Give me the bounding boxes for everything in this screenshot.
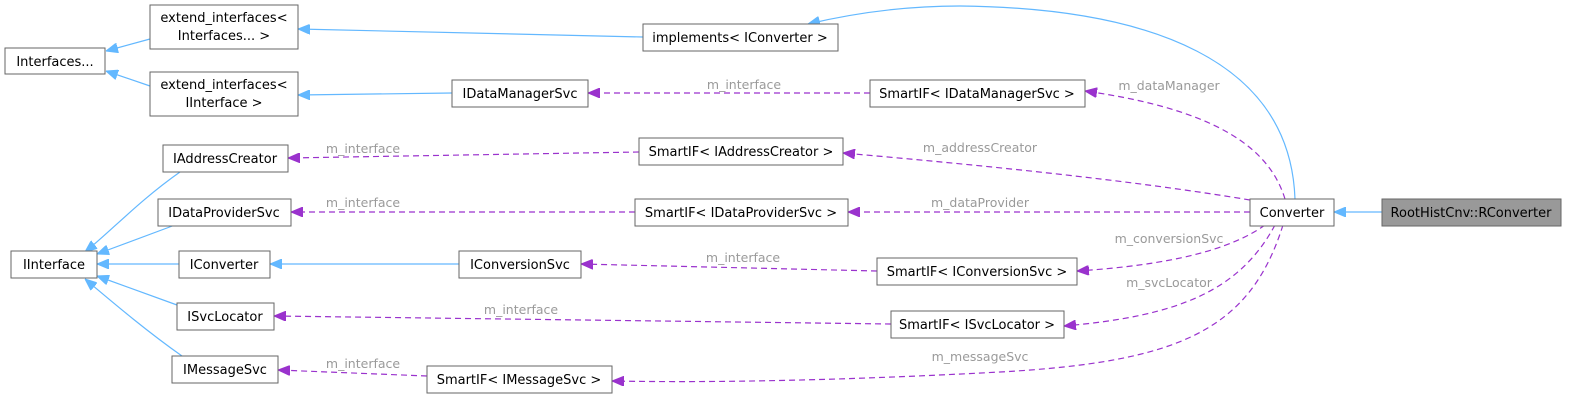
edge-implements-to-extend1 <box>298 29 644 38</box>
node-implements-iconverter[interactable]: implements< IConverter > <box>642 23 839 52</box>
edge-idatamanager-to-extend2 <box>298 93 453 95</box>
node-smartif-isvclocator[interactable]: SmartIF< ISvcLocator > <box>890 310 1065 339</box>
node-converter-label: Converter <box>1260 206 1325 221</box>
node-iaddresscreator[interactable]: IAddressCreator <box>162 144 289 173</box>
node-extend-interfaces-1-line1: extend_interfaces< <box>160 11 287 26</box>
label-m-interface-addresscreator: m_interface <box>326 141 400 156</box>
node-roothistcnv-rconverter[interactable]: RootHistCnv::RConverter <box>1381 198 1562 227</box>
edge-converter-to-smartif-conversion <box>1077 224 1266 271</box>
node-extend-interfaces-interfaces[interactable]: extend_interfaces< Interfaces... > <box>149 4 299 50</box>
node-implements-label: implements< IConverter > <box>652 31 828 46</box>
node-isvclocator[interactable]: ISvcLocator <box>176 302 275 331</box>
node-isvclocator-label: ISvcLocator <box>187 310 263 325</box>
edge-smartif-svclocator-to-isvclocator <box>274 316 892 325</box>
node-iconversionsvc-label: IConversionSvc <box>470 258 570 273</box>
node-smartif-idataprovidersvc[interactable]: SmartIF< IDataProviderSvc > <box>634 198 849 227</box>
node-imessagesvc[interactable]: IMessageSvc <box>171 355 279 384</box>
node-converter[interactable]: Converter <box>1249 198 1335 227</box>
node-smartif-iaddresscreator-label: SmartIF< IAddressCreator > <box>649 145 834 160</box>
node-smartif-iconversionsvc-label: SmartIF< IConversionSvc > <box>887 265 1068 280</box>
edge-converter-to-smartif-messagesvc <box>612 224 1284 382</box>
node-extend-interfaces-2-line2: IInterface > <box>185 96 262 111</box>
edge-converter-to-smartif-svclocator <box>1064 224 1276 326</box>
label-m-svclocator: m_svcLocator <box>1126 275 1213 290</box>
inheritance-edges <box>85 5 1382 357</box>
node-idataprovidersvc[interactable]: IDataProviderSvc <box>157 198 292 227</box>
node-smartif-iconversionsvc[interactable]: SmartIF< IConversionSvc > <box>876 257 1078 286</box>
label-m-interface-messagesvc: m_interface <box>326 356 400 371</box>
edge-extend1-to-interfaces <box>106 38 151 51</box>
edge-iaddresscreator-to-iinterface <box>85 171 181 252</box>
label-m-datamanager: m_dataManager <box>1118 78 1220 93</box>
node-iconversionsvc[interactable]: IConversionSvc <box>458 250 582 279</box>
node-smartif-idataprovidersvc-label: SmartIF< IDataProviderSvc > <box>645 206 837 221</box>
label-m-addresscreator: m_addressCreator <box>923 140 1038 155</box>
node-iinterface[interactable]: IInterface <box>10 250 98 279</box>
node-interfaces[interactable]: Interfaces... <box>4 47 106 75</box>
node-smartif-imessagesvc-label: SmartIF< IMessageSvc > <box>437 373 602 388</box>
node-extend-interfaces-iinterface[interactable]: extend_interfaces< IInterface > <box>149 71 299 117</box>
label-m-interface-dataprovider: m_interface <box>326 195 400 210</box>
edge-converter-to-smartif-addresscreator <box>843 153 1251 201</box>
edge-converter-to-smartif-datamanager <box>1085 91 1286 200</box>
node-idatamanagersvc-label: IDataManagerSvc <box>463 87 578 102</box>
node-idatamanagersvc[interactable]: IDataManagerSvc <box>451 79 589 108</box>
node-smartif-idatamanagersvc[interactable]: SmartIF< IDataManagerSvc > <box>869 79 1086 108</box>
node-extend-interfaces-1-line2: Interfaces... > <box>178 29 270 44</box>
edge-smartif-addresscreator-to-iaddresscreator <box>288 151 640 158</box>
label-m-interface-conversion: m_interface <box>706 250 780 265</box>
node-rconverter-label: RootHistCnv::RConverter <box>1391 206 1553 221</box>
edge-smartif-messagesvc-to-imessagesvc <box>278 370 428 377</box>
node-imessagesvc-label: IMessageSvc <box>183 363 267 378</box>
label-m-interface-svclocator: m_interface <box>484 302 558 317</box>
edge-converter-to-implements <box>808 5 1296 200</box>
label-m-interface-datamanager: m_interface <box>707 77 781 92</box>
label-m-dataprovider: m_dataProvider <box>931 195 1030 210</box>
label-m-messagesvc: m_messageSvc <box>932 349 1029 364</box>
node-smartif-iaddresscreator[interactable]: SmartIF< IAddressCreator > <box>638 137 844 166</box>
node-smartif-imessagesvc[interactable]: SmartIF< IMessageSvc > <box>426 365 613 394</box>
edge-smartif-conversion-to-iconversionsvc <box>581 264 878 272</box>
node-iinterface-label: IInterface <box>23 258 85 273</box>
node-interfaces-label: Interfaces... <box>16 55 93 70</box>
usage-edges <box>274 91 1286 382</box>
edge-extend2-to-interfaces <box>106 71 151 87</box>
edge-isvclocator-to-iinterface <box>97 276 178 306</box>
node-idataprovidersvc-label: IDataProviderSvc <box>168 206 280 221</box>
edge-imessagesvc-to-iinterface <box>85 279 183 357</box>
node-smartif-isvclocator-label: SmartIF< ISvcLocator > <box>899 318 1055 333</box>
edge-idataprovider-to-iinterface <box>97 224 176 254</box>
node-iconverter-label: IConverter <box>190 258 259 273</box>
edge-labels: m_interface m_dataManager m_interface m_… <box>326 77 1224 371</box>
node-smartif-idatamanagersvc-label: SmartIF< IDataManagerSvc > <box>879 87 1075 102</box>
node-iaddresscreator-label: IAddressCreator <box>173 152 278 167</box>
node-iconverter[interactable]: IConverter <box>178 250 271 279</box>
label-m-conversionsvc: m_conversionSvc <box>1115 231 1224 246</box>
node-extend-interfaces-2-line1: extend_interfaces< <box>160 78 287 93</box>
